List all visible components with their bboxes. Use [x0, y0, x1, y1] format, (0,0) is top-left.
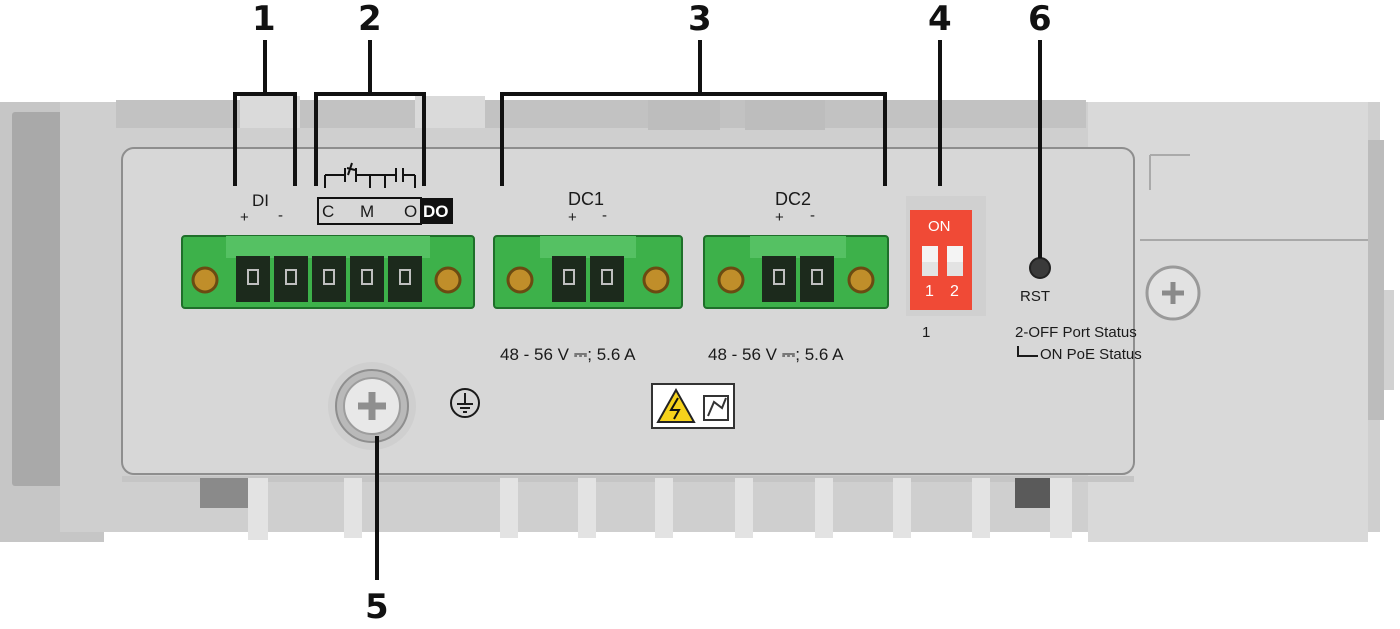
- dip-2-label: 2: [950, 283, 959, 300]
- callout-6: 6: [1028, 0, 1052, 39]
- ground-screw: [328, 362, 416, 450]
- di-label: DI: [252, 191, 269, 210]
- callout-4: 4: [928, 0, 952, 39]
- cooling-fins: [122, 476, 1134, 540]
- callout-2: 2: [358, 0, 382, 39]
- warning-label: [651, 383, 735, 429]
- dc2-minus-label: -: [810, 207, 815, 224]
- dip-on-label: ON: [928, 218, 951, 235]
- dc1-minus-label: -: [602, 207, 607, 224]
- legend-connector: [1017, 346, 1038, 357]
- dc1-rating: 48 - 56 V ⎓; 5.6 A: [500, 345, 636, 364]
- dc2-label: DC2: [775, 189, 812, 209]
- do-o-label: O: [404, 202, 418, 221]
- legend-number-1: 1: [922, 324, 931, 341]
- dc1-label: DC1: [568, 189, 605, 209]
- ground-symbol-icon: [450, 388, 480, 418]
- dc2-rating: 48 - 56 V ⎓; 5.6 A: [708, 345, 844, 364]
- dc1-plus-label: +: [568, 209, 577, 226]
- side-screw: [1145, 265, 1201, 321]
- dip-1-label: 1: [925, 283, 934, 300]
- dc1-terminal-block: [493, 235, 683, 309]
- rst-label: RST: [1020, 288, 1050, 305]
- do-c-label: C: [322, 202, 335, 221]
- di-do-terminal-block: [181, 235, 475, 309]
- callout-lines: [233, 40, 1042, 580]
- legend-line-1: 2-OFF Port Status: [1015, 324, 1137, 341]
- reset-button: [1029, 257, 1051, 279]
- do-relay-schematic-icon: [324, 162, 416, 188]
- legend-line-2: ON PoE Status: [1040, 346, 1142, 363]
- dc2-terminal-block: [703, 235, 889, 309]
- do-label: DO: [423, 202, 449, 221]
- dip-switch: [906, 196, 986, 316]
- di-minus-label: -: [278, 207, 283, 224]
- callout-1: 1: [252, 0, 276, 39]
- callout-5: 5: [365, 587, 389, 627]
- do-tag-background: [421, 198, 453, 224]
- do-m-label: M: [360, 202, 375, 221]
- di-plus-label: +: [240, 209, 249, 226]
- dc2-plus-label: +: [775, 209, 784, 226]
- callout-3: 3: [688, 0, 712, 39]
